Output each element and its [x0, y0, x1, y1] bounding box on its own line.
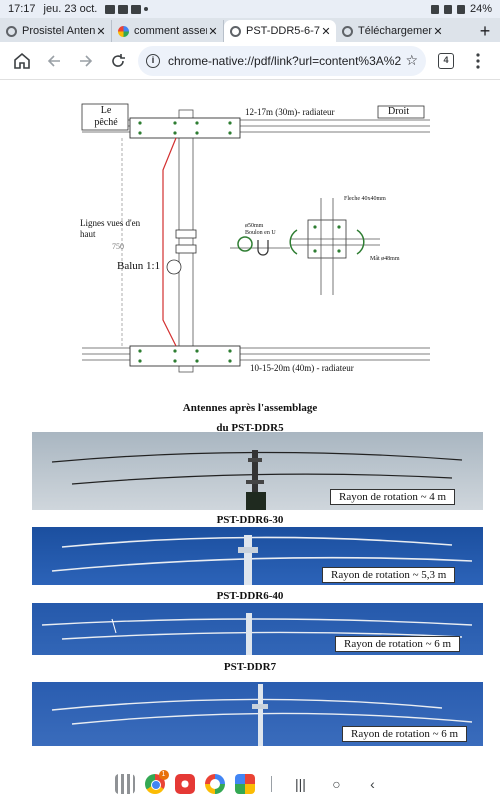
- antenna-photo-drawing: [51, 684, 473, 746]
- label-bottom-radiator: 10-15-20m (40m) - radiateur: [250, 363, 354, 373]
- taskbar-divider: [270, 776, 272, 792]
- google-icon: [118, 25, 129, 37]
- tab-label: PST-DDR5-6-7-IT: [246, 25, 320, 37]
- mail-notification-icon: [131, 4, 142, 14]
- battery-level: 24%: [469, 3, 492, 15]
- info-icon[interactable]: i: [146, 53, 160, 68]
- reload-icon: [112, 53, 125, 67]
- home-button[interactable]: [6, 45, 38, 77]
- close-icon[interactable]: ✕: [321, 25, 331, 38]
- photo-heading: PST-DDR6-30: [216, 514, 284, 526]
- back-nav-icon[interactable]: ‹: [370, 776, 375, 792]
- arrow-right-icon: [80, 54, 93, 67]
- antenna-photo-drawing: [51, 535, 473, 585]
- image-notification-icon: [105, 4, 116, 14]
- photo-caption: Rayon de rotation ~ 4 m: [330, 489, 456, 505]
- diagram-drawing: [81, 103, 430, 373]
- label-lines-top-view: Lignes vues d'en haut: [80, 218, 141, 239]
- globe-icon: [6, 25, 17, 37]
- status-bar: 17:17 jeu. 23 oct. 24%: [0, 0, 500, 18]
- antenna-photo-drawing: [41, 613, 473, 655]
- vpn-icon: [430, 4, 439, 14]
- photo-pst-ddr5: Rayon de rotation ~ 4 m: [32, 432, 483, 510]
- label-le-peche: Le pêché: [94, 105, 118, 128]
- tab-downloads[interactable]: Téléchargements ✕: [336, 20, 448, 42]
- label-u-bolt: Boulon en U: [245, 230, 276, 236]
- browser-toolbar: i chrome-native://pdf/link?url=content%3…: [0, 42, 500, 80]
- close-icon[interactable]: ✕: [96, 25, 106, 38]
- assembly-diagram: Le pêché Droit 12-17m (30m)- radiateur 1…: [0, 80, 500, 400]
- label-fleche: Fleche 40x40mm: [344, 196, 386, 202]
- status-time: 17:17: [8, 3, 36, 15]
- tab-label: Prosistel Antenna: [22, 25, 95, 37]
- bookmark-star-icon[interactable]: ☆: [405, 52, 418, 68]
- tab-switcher-button[interactable]: 4: [430, 45, 462, 77]
- close-icon[interactable]: ✕: [433, 25, 443, 38]
- notification-badge-icon: 1: [158, 770, 169, 780]
- tab-google-search[interactable]: comment assemb ✕: [112, 20, 224, 42]
- label-top-radiator: 12-17m (30m)- radiateur: [245, 107, 335, 117]
- reload-button[interactable]: [102, 45, 134, 77]
- photo-caption: Rayon de rotation ~ 6 m: [342, 726, 468, 742]
- home-nav-icon[interactable]: ○: [332, 776, 341, 792]
- flower-app-icon[interactable]: [174, 774, 195, 794]
- menu-button[interactable]: [462, 45, 494, 77]
- tab-strip: Prosistel Antenna ✕ comment assemb ✕ PST…: [0, 18, 500, 42]
- label-balun: Balun 1:1: [117, 260, 161, 272]
- pdf-viewer[interactable]: Le pêché Droit 12-17m (30m)- radiateur 1…: [0, 80, 500, 768]
- google-icon[interactable]: [204, 774, 225, 794]
- label-mat: Mât ø48mm: [370, 256, 400, 262]
- photo-caption: Rayon de rotation ~ 5,3 m: [322, 567, 456, 583]
- section-title: Antennes après l'assemblage: [182, 402, 318, 414]
- photo-pst-ddr6-40: Rayon de rotation ~ 6 m: [32, 603, 483, 655]
- photo-caption: Rayon de rotation ~ 6 m: [335, 636, 461, 652]
- chrome-icon[interactable]: 1: [144, 770, 169, 794]
- back-button[interactable]: [38, 45, 70, 77]
- wifi-icon: [456, 4, 465, 14]
- new-tab-button[interactable]: +: [479, 20, 491, 41]
- tab-label: Téléchargements: [358, 25, 432, 37]
- home-icon: [14, 52, 30, 69]
- label-dimension: 750: [112, 242, 124, 251]
- globe-icon: [342, 25, 353, 37]
- tab-label: comment assemb: [134, 25, 207, 37]
- photo-pst-ddr6-30: Rayon de rotation ~ 5,3 m: [32, 527, 483, 585]
- tab-pdf-active[interactable]: PST-DDR5-6-7-IT ✕: [224, 20, 336, 42]
- app-drawer-icon[interactable]: [114, 774, 135, 794]
- forward-button[interactable]: [70, 45, 102, 77]
- photo-heading: PST-DDR6-40: [216, 590, 284, 602]
- tab-prosistel[interactable]: Prosistel Antenna ✕: [0, 20, 112, 42]
- antenna-photo-drawing: [51, 450, 463, 510]
- tab-count: 4: [438, 52, 454, 69]
- dot-notification-icon: [144, 7, 149, 11]
- label-droit: Droit: [388, 106, 410, 117]
- more-vert-icon: [476, 52, 480, 69]
- notification-icons: [105, 4, 149, 14]
- photo-pst-ddr7: Rayon de rotation ~ 6 m: [32, 682, 483, 746]
- address-bar[interactable]: i chrome-native://pdf/link?url=content%3…: [138, 45, 426, 76]
- arrow-left-icon: [47, 54, 60, 67]
- recents-icon[interactable]: |||: [295, 776, 306, 792]
- label-u-bolt-dia: ø50mm: [245, 223, 264, 229]
- photo-heading: PST-DDR7: [223, 661, 277, 673]
- url-text[interactable]: chrome-native://pdf/link?url=content%3A%…: [168, 53, 402, 68]
- section-subtitle: du PST-DDR5: [216, 422, 284, 434]
- close-icon[interactable]: ✕: [208, 25, 218, 38]
- system-taskbar: 1 ||| ○ ‹: [0, 768, 500, 800]
- globe-icon: [230, 25, 241, 37]
- mute-icon: [443, 4, 452, 14]
- photos-icon[interactable]: [234, 774, 255, 794]
- status-date: jeu. 23 oct.: [43, 3, 98, 15]
- check-notification-icon: [118, 4, 129, 14]
- system-status: 24%: [430, 3, 492, 15]
